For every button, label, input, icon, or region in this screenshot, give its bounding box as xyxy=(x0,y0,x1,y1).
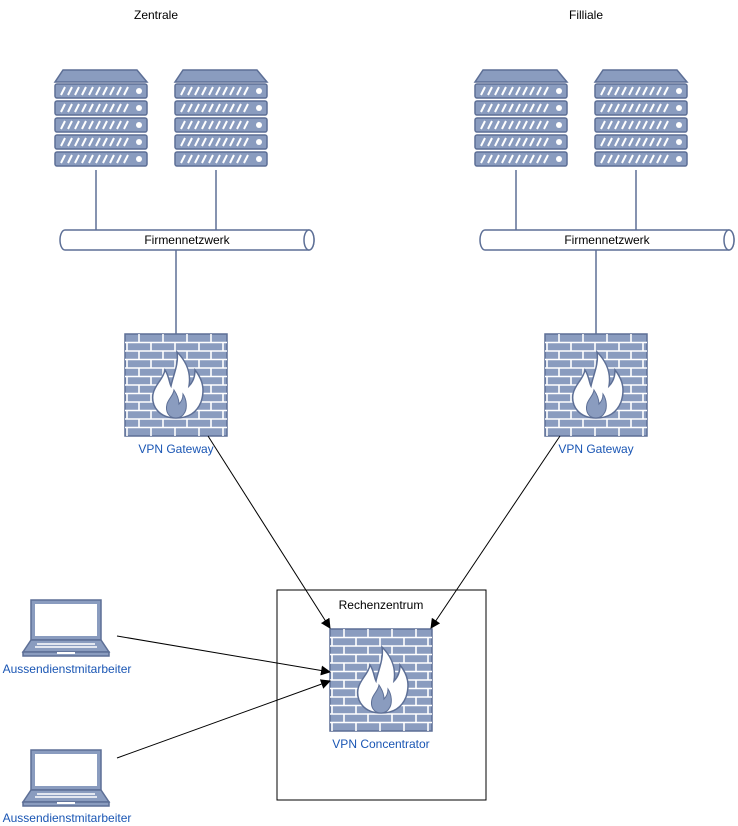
field-worker-label: Aussendienstmitarbeiter xyxy=(2,811,132,825)
concentrator-label: VPN Concentrator xyxy=(332,737,430,751)
server-links xyxy=(95,170,637,336)
network-label-filliale: Firmennetzwerk xyxy=(564,233,650,247)
site-label-filliale: Filliale xyxy=(568,8,604,22)
firewall-icon xyxy=(124,333,228,437)
datacenter-frame xyxy=(276,589,487,801)
firewall-icon xyxy=(329,628,433,732)
network-label-zentrale: Firmennetzwerk xyxy=(144,233,230,247)
site-label-zentrale: Zentrale xyxy=(133,8,179,22)
server-rack-icon xyxy=(595,70,687,166)
datacenter-label: Rechenzentrum xyxy=(338,598,424,612)
server-rack-icon xyxy=(55,70,147,166)
field-worker-label: Aussendienstmitarbeiter xyxy=(2,662,132,676)
server-rack-icon xyxy=(475,70,567,166)
gateway-label-filliale: VPN Gateway xyxy=(558,442,634,456)
laptop-icon xyxy=(22,749,110,807)
firewall-icon xyxy=(544,333,648,437)
laptop-icon xyxy=(22,599,110,657)
gateway-label-zentrale: VPN Gateway xyxy=(138,442,214,456)
server-rack-icon xyxy=(175,70,267,166)
vpn-connections xyxy=(116,435,561,759)
